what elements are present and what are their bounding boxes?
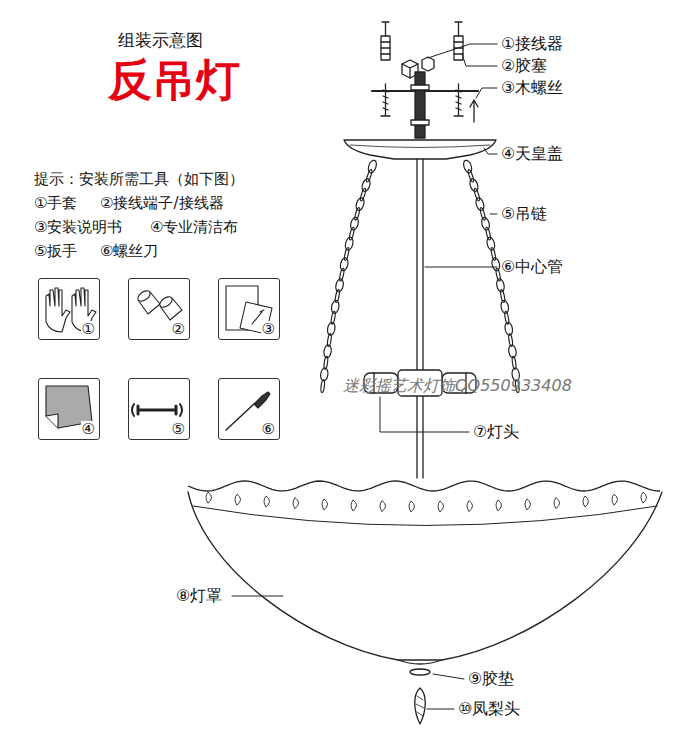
tool-item: ③安装说明书	[34, 218, 122, 236]
tool-item: ⑤扳手	[34, 242, 77, 260]
gasket	[410, 669, 430, 675]
tip-text: 提示：安装所需工具（如下图）	[34, 170, 244, 188]
tool-box: ②	[128, 278, 190, 340]
wall-anchor	[381, 22, 463, 60]
tool-item: ⑥螺丝刀	[100, 242, 158, 260]
part-callout: ⑥中心管	[501, 257, 563, 276]
tool-number: ③	[261, 321, 276, 338]
chain	[320, 159, 520, 393]
tool-box: ③	[218, 278, 280, 340]
tool-box: ①	[38, 278, 100, 340]
part-callout: ⑦灯头	[473, 422, 519, 441]
tool-icon	[46, 286, 272, 430]
tool-item: ①手套	[34, 194, 77, 212]
tool-box: ⑥	[218, 378, 280, 440]
tool-item: ②接线端子/接线器	[100, 194, 224, 212]
tool-number: ⑥	[261, 421, 276, 438]
wood-screw	[381, 84, 478, 122]
part-callout: ⑧灯罩	[176, 586, 222, 605]
part-callout: ⑨胶垫	[468, 669, 514, 688]
tool-number: ④	[81, 421, 96, 438]
tool-box: ④	[38, 378, 100, 440]
tool-item: ④专业清洁布	[150, 218, 238, 236]
tool-box: ⑤	[128, 378, 190, 440]
canopy	[344, 140, 496, 159]
center-pipe	[417, 159, 423, 478]
threaded-rod	[415, 72, 425, 138]
part-callout: ①接线器	[501, 34, 563, 53]
part-callout: ③木螺丝	[501, 78, 563, 97]
finial	[415, 688, 426, 724]
part-callout: ⑤吊链	[501, 204, 547, 223]
part-callout: ②胶塞	[501, 56, 547, 75]
part-callout: ⑩凤梨头	[458, 699, 520, 718]
heading-label: 组装示意图	[118, 30, 203, 50]
tool-number: ①	[81, 321, 96, 338]
shade-cutouts	[206, 492, 647, 512]
part-callout: ④天皇盖	[501, 144, 563, 163]
tool-number: ⑤	[171, 421, 186, 438]
watermark: 迷彩摇艺术灯饰QQ550933408	[343, 376, 572, 395]
shade-rim	[188, 481, 660, 491]
lamp-shade	[188, 492, 662, 660]
diagram-title: 反吊灯	[108, 54, 240, 107]
tool-number: ②	[171, 321, 186, 338]
